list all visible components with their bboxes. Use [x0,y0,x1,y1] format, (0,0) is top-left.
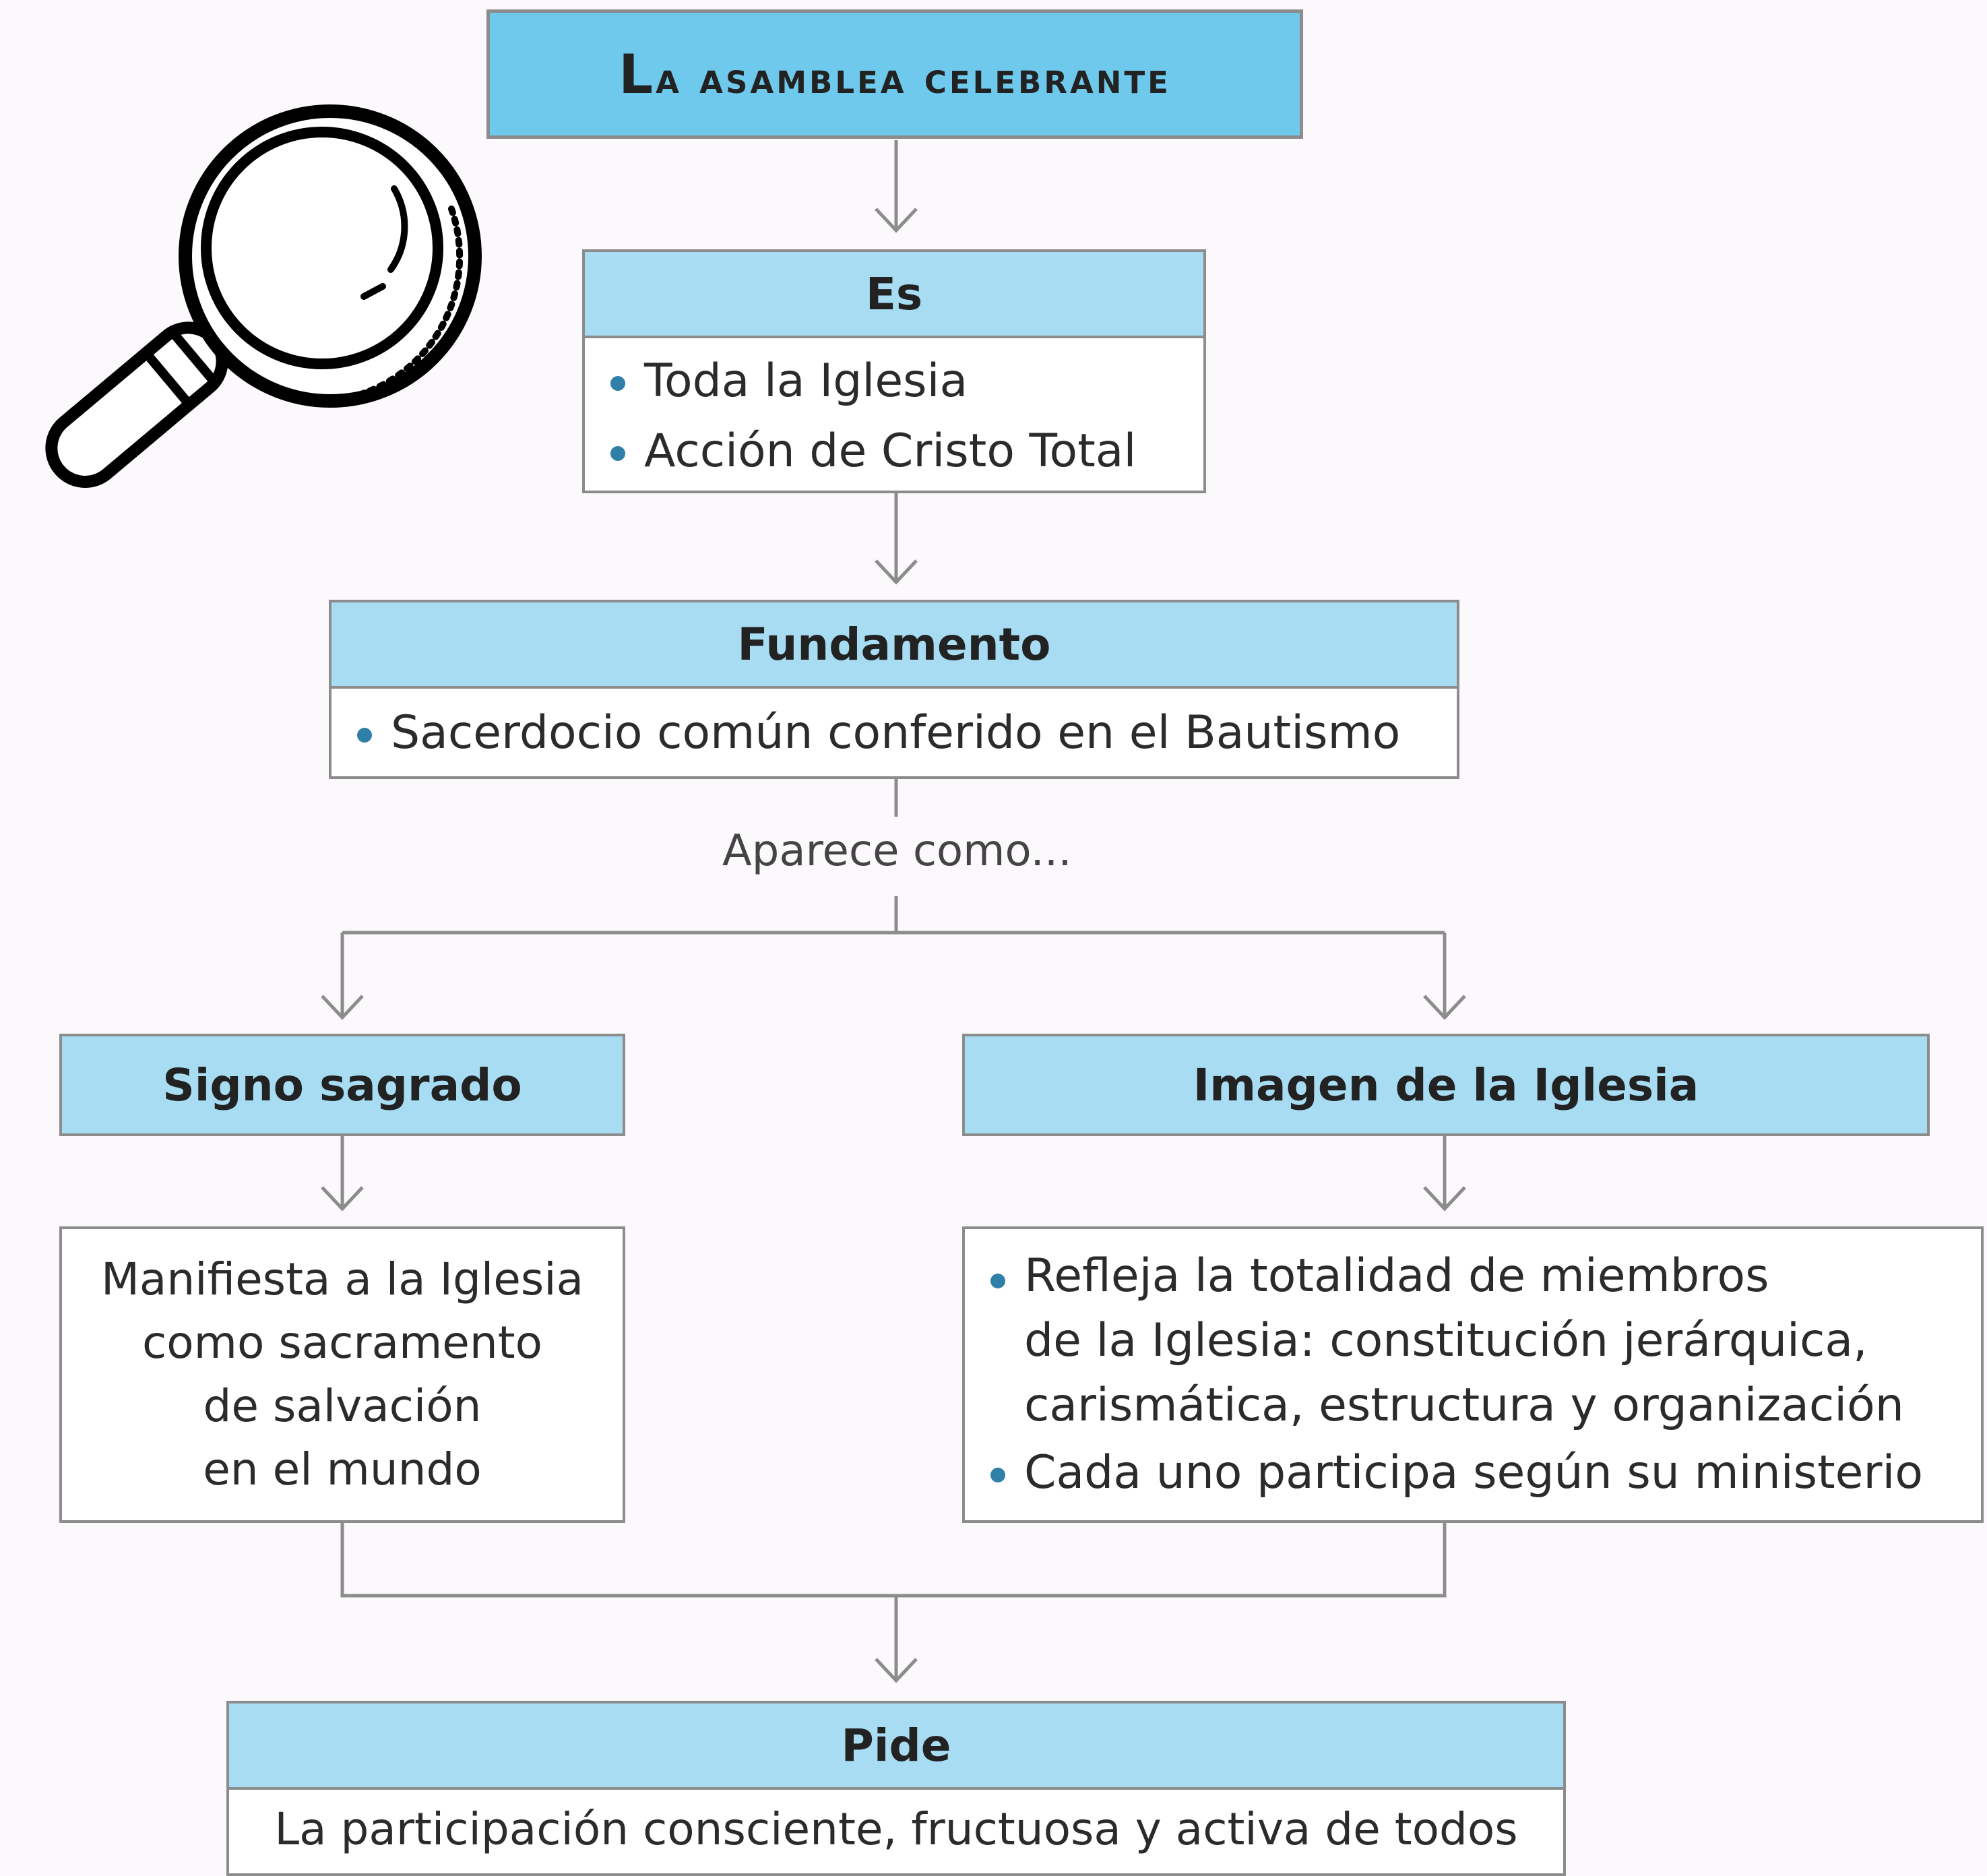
magnifying-glass-icon [45,104,482,488]
node-imagen-list: Refleja la totalidad de miembros de la I… [965,1244,1981,1508]
list-item: Toda la Iglesia [585,346,1203,416]
list-item: Acción de Cristo Total [585,416,1203,487]
node-imagen-body: Refleja la totalidad de miembros de la I… [962,1226,1984,1523]
node-es-list: Toda la Iglesia Acción de Cristo Total [585,338,1203,487]
node-signo-sagrado: Signo sagrado [59,1034,625,1136]
node-es: Es Toda la Iglesia Acción de Cristo Tota… [582,249,1206,493]
list-item: Cada uno participa según su ministerio [965,1438,1981,1508]
node-fundamento-header: Fundamento [332,602,1457,689]
signo-line: Manifiesta a la Iglesia [100,1253,584,1305]
node-fundamento-list: Sacerdocio común conferido en el Bautism… [332,689,1457,768]
node-fundamento: Fundamento Sacerdocio común conferido en… [329,600,1459,779]
signo-line: en el mundo [203,1443,482,1495]
pide-text: La participación consciente, fructuosa y… [274,1803,1518,1855]
diagram-title: La asamblea celebrante [619,42,1171,106]
node-imagen-iglesia: Imagen de la Iglesia [962,1034,1930,1136]
node-pide: Pide La participación consciente, fructu… [226,1701,1566,1876]
list-item: Refleja la totalidad de miembros de la I… [965,1244,1981,1438]
node-imagen-iglesia-header: Imagen de la Iglesia [962,1034,1930,1136]
node-signo-sagrado-header: Signo sagrado [59,1034,625,1136]
signo-line: como sacramento [142,1317,542,1369]
list-item: Sacerdocio común conferido en el Bautism… [332,698,1457,768]
merge-line [340,1523,1447,1598]
title-box: La asamblea celebrante [486,9,1303,139]
connector-label: Aparece como... [722,826,1072,876]
node-signo-body: Manifiesta a la Iglesia como sacramento … [59,1226,625,1523]
signo-line: de salvación [203,1380,482,1432]
node-es-header: Es [585,252,1203,338]
node-pide-header: Pide [229,1703,1563,1790]
